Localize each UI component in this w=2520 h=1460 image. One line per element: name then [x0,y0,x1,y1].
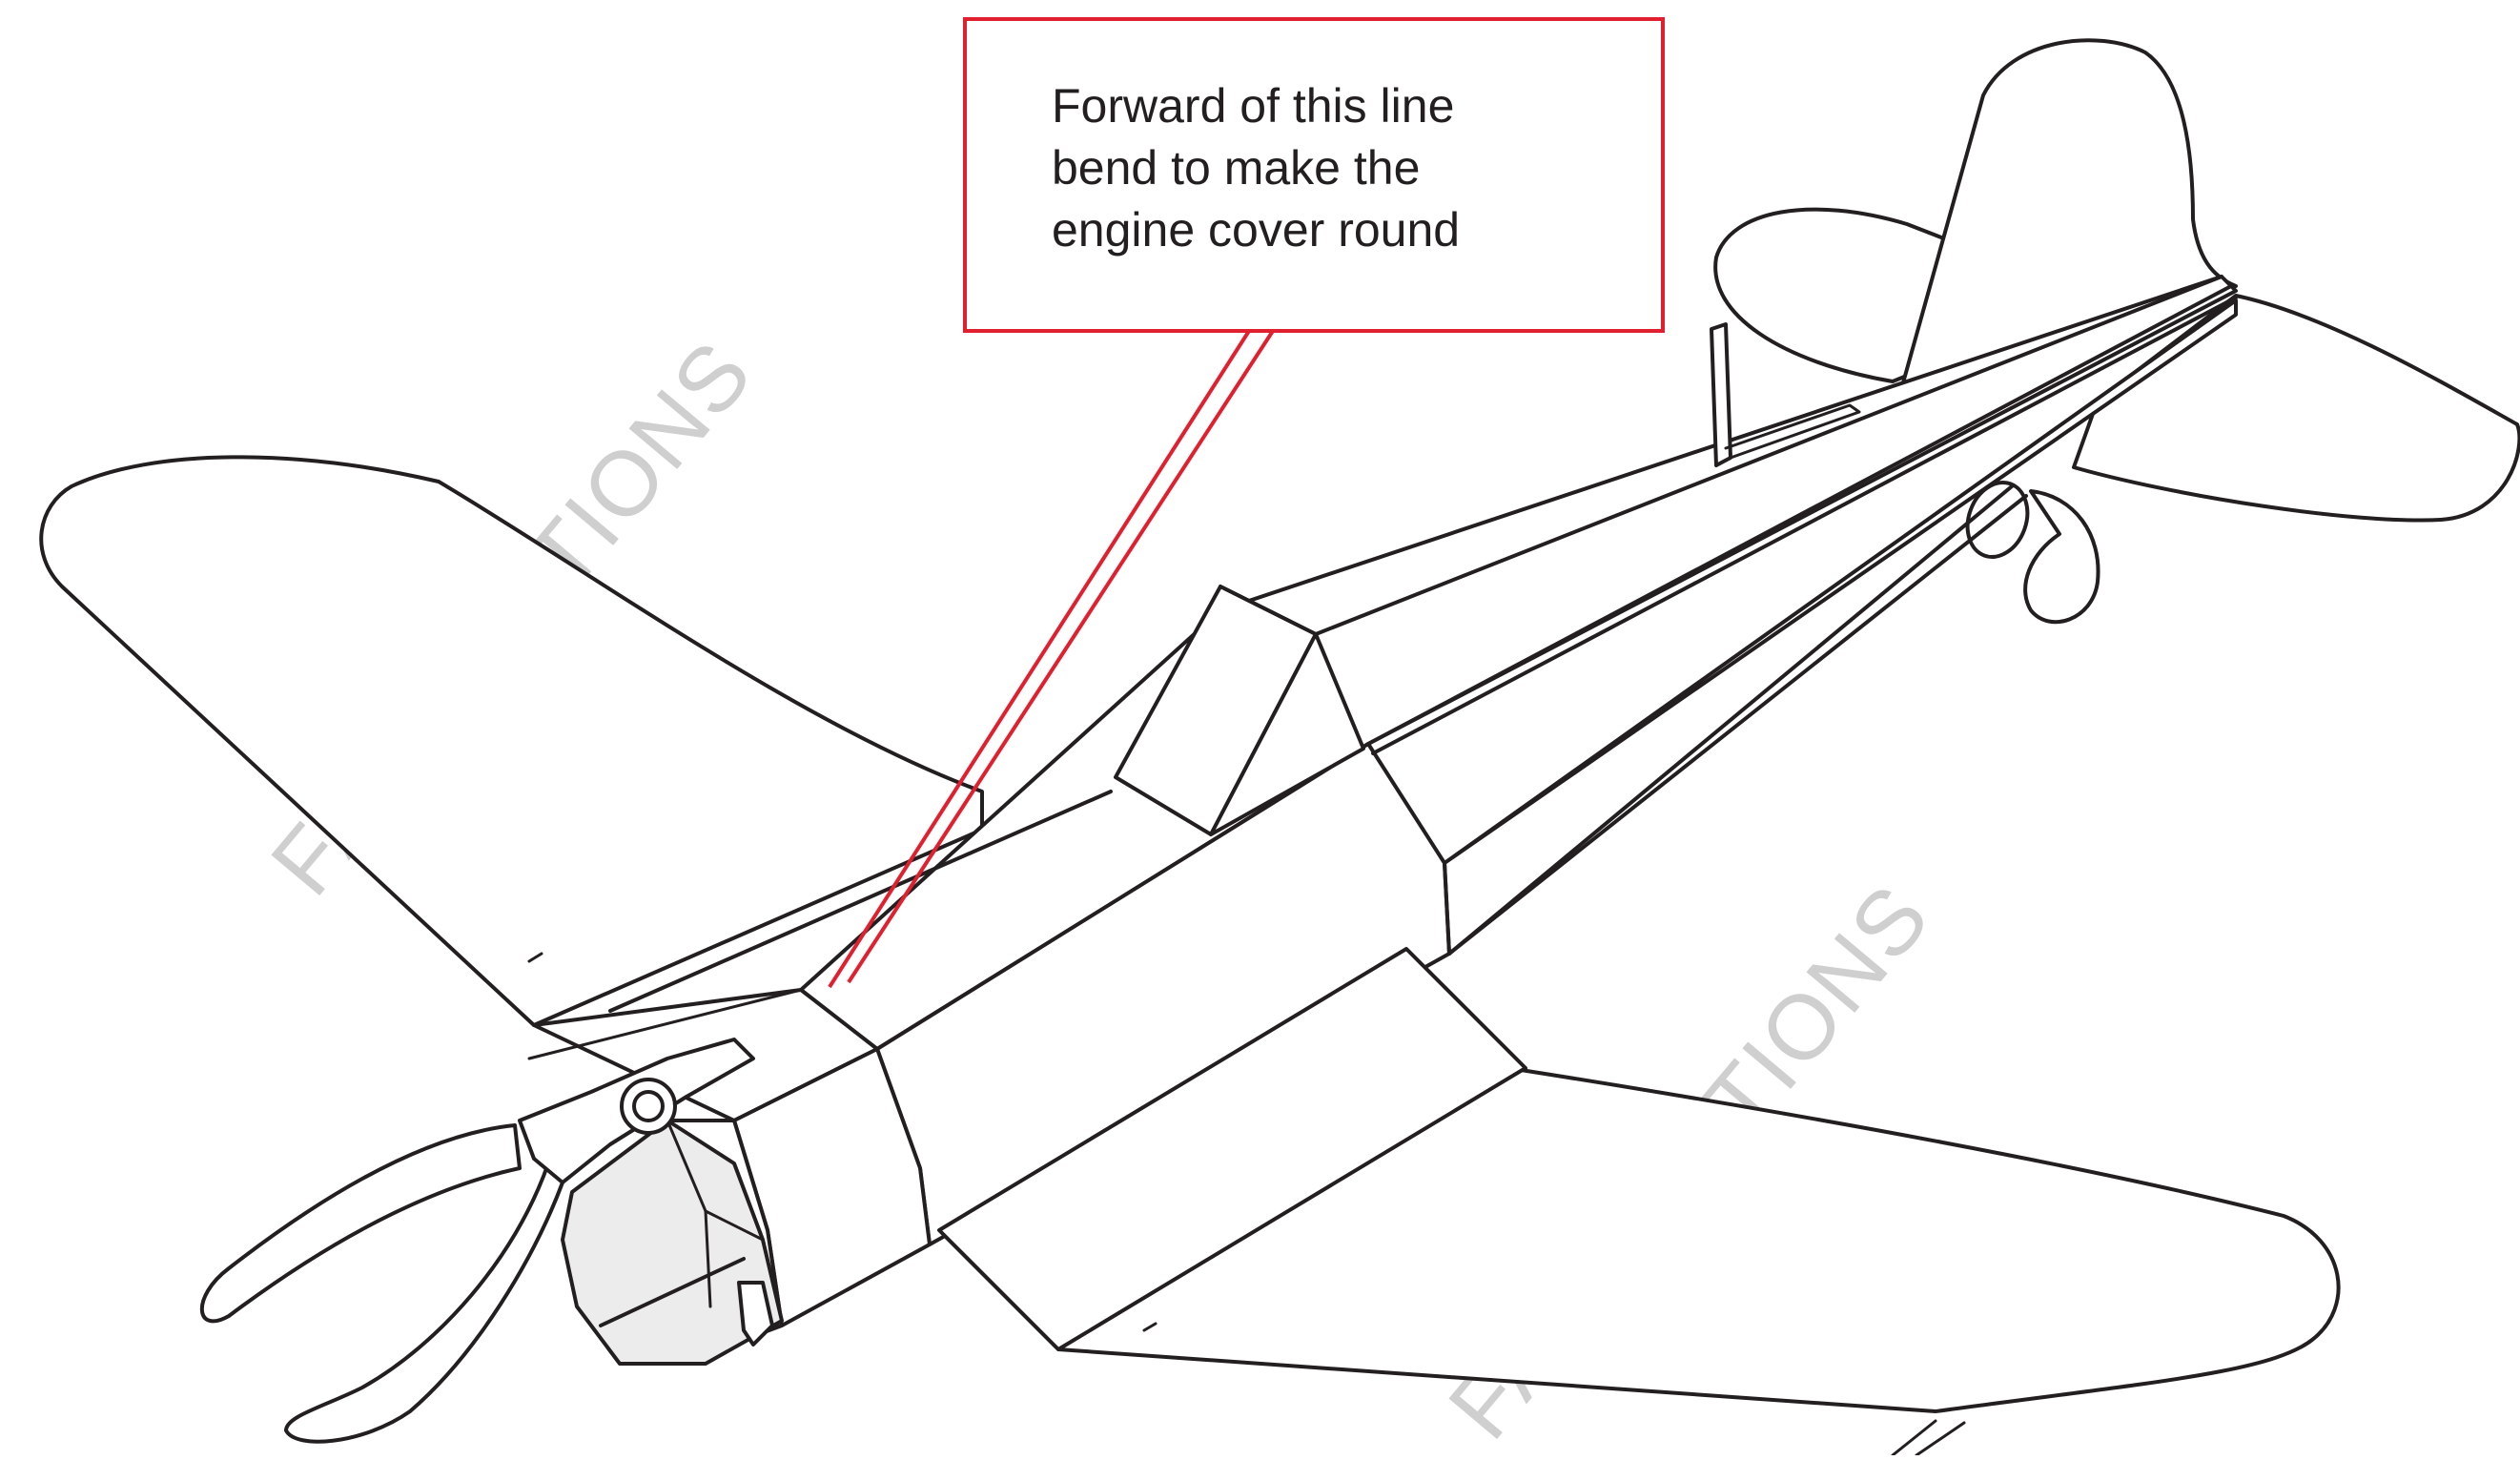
tail-wheel [1965,481,2100,625]
callout-text: Forward of this line bend to make the en… [1052,79,1467,257]
wing-root-panel [937,947,1527,1351]
pliers-icon [199,1038,755,1444]
callout-line-3: engine cover round [1052,203,1460,257]
pliers-handle-upper [199,1123,522,1324]
airplane-icon [39,38,2520,1457]
callout-line-1: Forward of this line [1052,79,1454,133]
horizontal-stabilizer [1713,207,2128,383]
wing-left [39,455,984,1027]
antenna [1710,322,1732,467]
engine-cover [561,1119,784,1366]
pliers-handle-lower [284,1162,564,1444]
callout-leader [828,329,1275,989]
callout-line-2: bend to make the [1052,141,1420,195]
callout-box: Forward of this line bend to make the en… [828,17,1665,989]
